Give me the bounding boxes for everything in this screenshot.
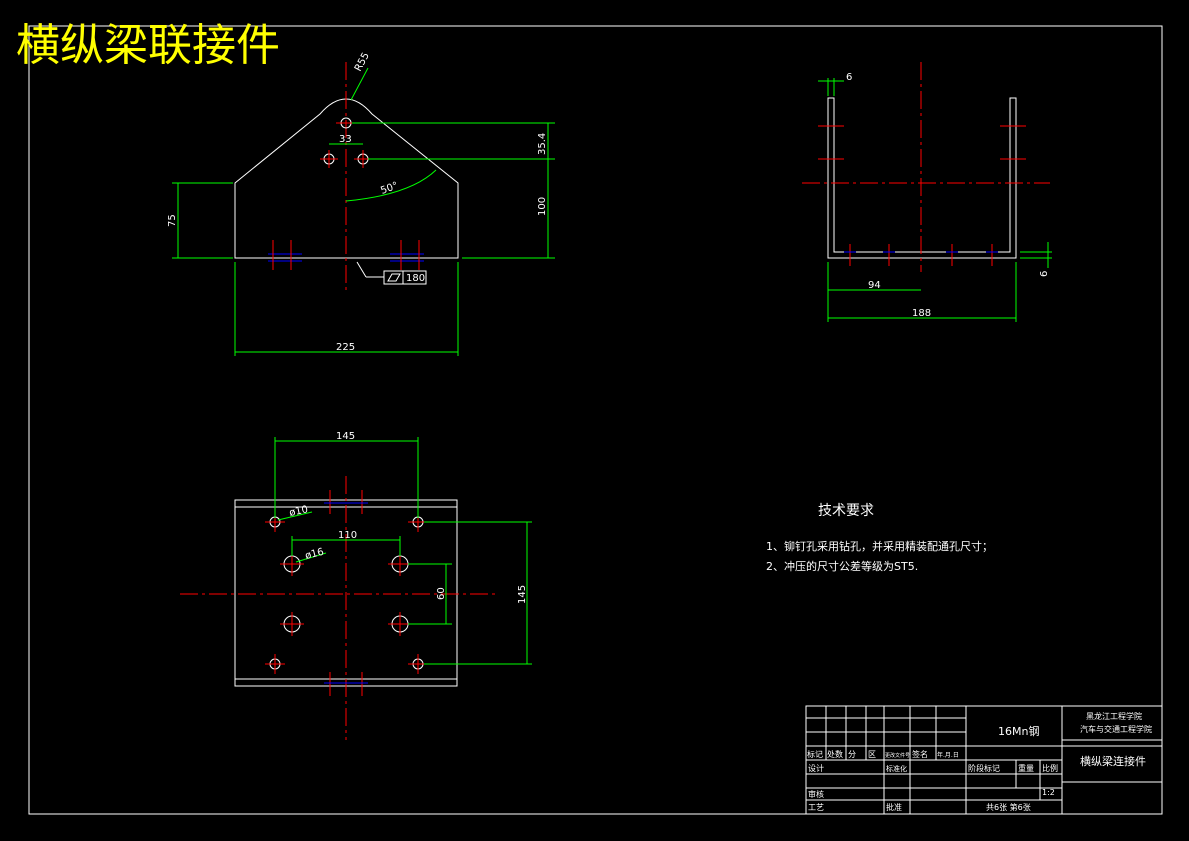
technical-requirements: 技术要求 1、铆钉孔采用钻孔，并采用精装配通孔尺寸； 2、冲压的尺寸公差等级为S… — [766, 503, 993, 573]
angle-label: 50° — [379, 180, 399, 196]
tb-approve: 批准 — [886, 802, 902, 812]
large-hole — [280, 612, 304, 636]
drawing-title: 横纵梁联接件 — [16, 20, 280, 71]
dim-75-label: 75 — [167, 214, 178, 227]
side-view: 6 6 94 188 — [802, 62, 1052, 322]
flatness-icon — [387, 273, 401, 282]
tb-change-doc: 更改文件号 — [885, 752, 910, 759]
dia-10-label: ø10 — [288, 504, 309, 519]
angle-arc — [345, 169, 437, 202]
front-hidden-holes — [268, 240, 424, 270]
front-view: R55 33 35.4 100 50° 75 225 180 — [167, 51, 555, 356]
tb-review: 审核 — [808, 789, 824, 799]
front-hole-left — [320, 150, 338, 168]
flatness-frame — [383, 270, 427, 285]
title-block — [805, 705, 1163, 815]
tb-date: 年.月.日 — [937, 751, 959, 759]
tb-sheets: 共6张 第6张 — [986, 802, 1031, 812]
dim-145-right-label: 145 — [517, 585, 528, 604]
tech-req-item-2: 2、冲压的尺寸公差等级为ST5. — [766, 559, 918, 573]
tb-stage-mark: 阶段标记 — [968, 763, 1000, 773]
dim-94-label: 94 — [868, 280, 881, 291]
dim-110-label: 110 — [338, 530, 357, 541]
tb-fen: 分 — [848, 750, 856, 759]
part-name-label: 横纵梁连接件 — [1080, 754, 1146, 768]
dim-188-label: 188 — [912, 308, 931, 319]
dim-35-4-label: 35.4 — [537, 133, 548, 155]
sheet-border — [28, 25, 1163, 815]
dim-225-label: 225 — [336, 342, 355, 353]
tb-weight: 重量 — [1018, 763, 1034, 773]
tb-standardize: 标准化 — [886, 764, 907, 773]
bottom-view: 145 ø10 110 ø16 60 145 — [180, 431, 532, 740]
title-block-text: 16Mn钢 黑龙江工程学院 汽车与交通工程学院 横纵梁连接件 标记 处数 分 区… — [807, 711, 1152, 812]
tech-req-item-1: 1、铆钉孔采用钻孔，并采用精装配通孔尺寸； — [766, 539, 993, 553]
tb-count: 处数 — [827, 749, 843, 759]
dim-145-top-label: 145 — [336, 431, 355, 442]
radius-label: R55 — [353, 51, 372, 74]
dim-100-label: 100 — [537, 197, 548, 216]
tech-req-heading: 技术要求 — [818, 503, 874, 519]
dia-16-label: ø16 — [304, 547, 325, 562]
dim-60-label: 60 — [436, 587, 447, 600]
tb-scale: 1:2 — [1042, 788, 1055, 797]
flatness-value: 180 — [406, 273, 425, 284]
material-label: 16Mn钢 — [998, 725, 1039, 738]
school-line2: 汽车与交通工程学院 — [1080, 724, 1152, 734]
tb-process: 工艺 — [808, 803, 824, 812]
tb-ratio: 比例 — [1042, 763, 1058, 773]
front-view-outline — [234, 98, 459, 259]
tb-sign: 签名 — [912, 749, 928, 759]
radius-leader — [350, 67, 369, 101]
side-view-channel — [827, 97, 1017, 259]
tb-mark: 标记 — [807, 749, 823, 759]
dim-6-top-label: 6 — [846, 72, 852, 83]
dim-6-right-label: 6 — [1039, 271, 1050, 277]
dim-33-label: 33 — [339, 134, 352, 145]
tb-zone: 区 — [868, 750, 876, 759]
school-line1: 黑龙江工程学院 — [1086, 711, 1142, 721]
small-hole — [265, 654, 285, 674]
tb-design: 设计 — [808, 763, 824, 773]
